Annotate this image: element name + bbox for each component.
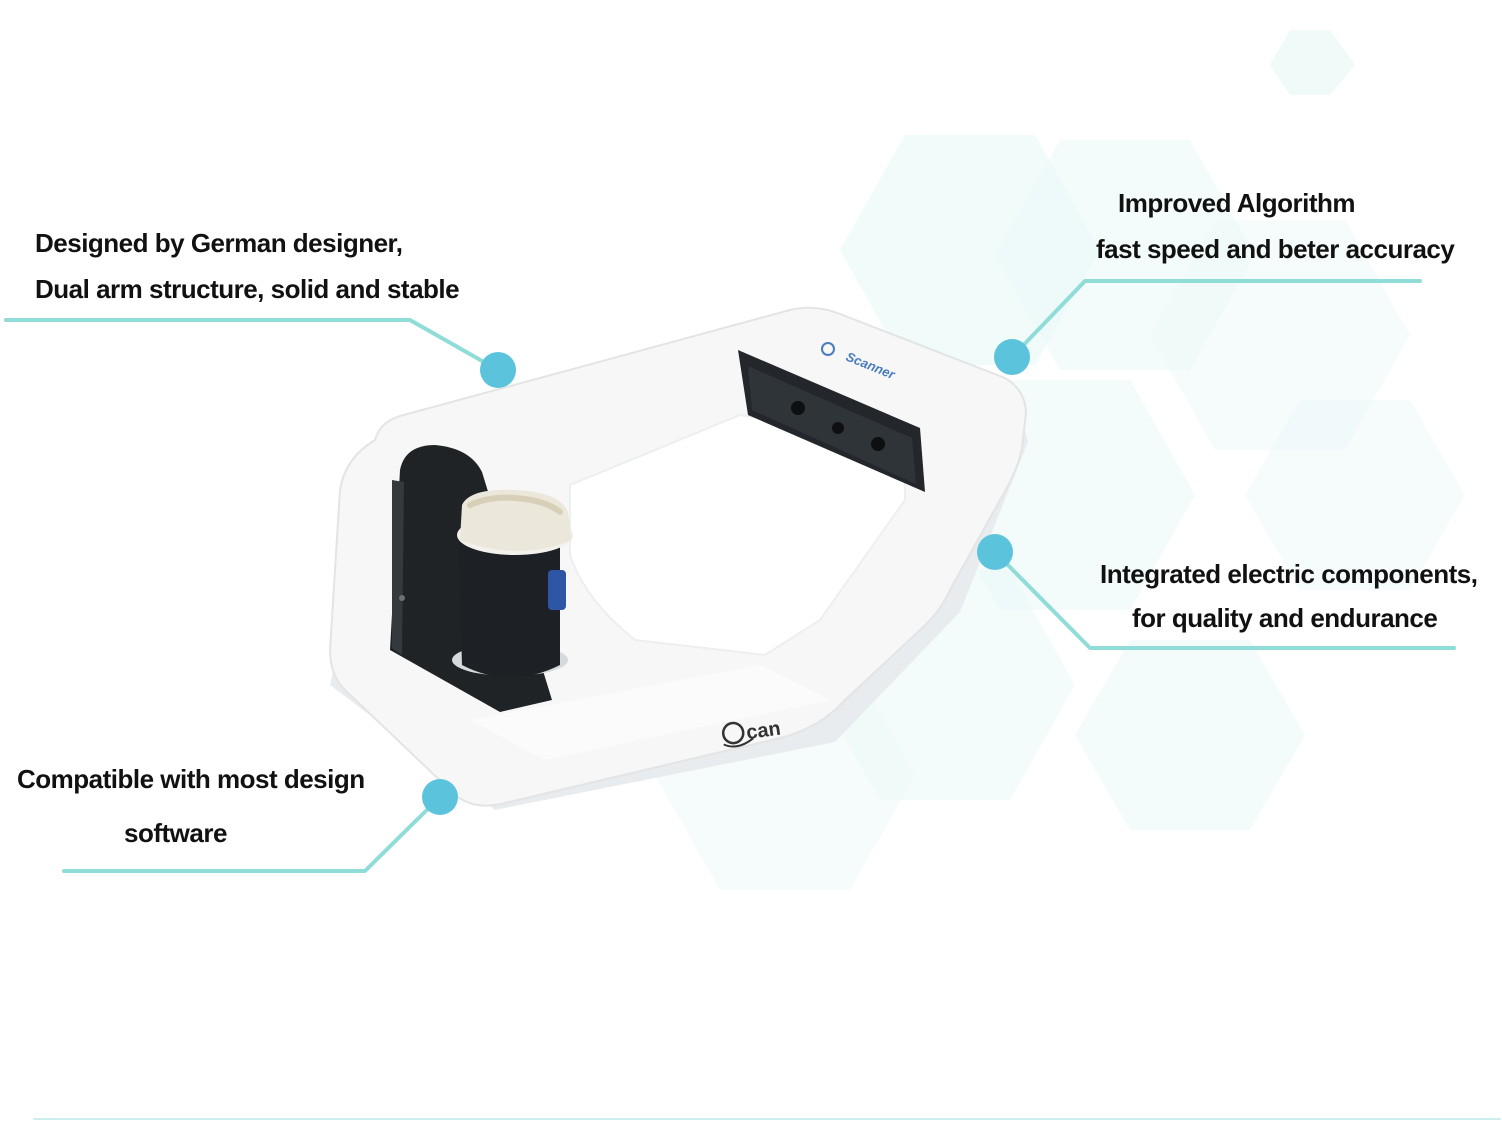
camera-module-face	[748, 366, 916, 484]
logo-swoosh-tail	[723, 737, 754, 748]
leader-line-integrated	[993, 550, 1456, 650]
callout-compatible: Compatible with most design software	[17, 752, 365, 860]
leader-line-design	[4, 318, 500, 372]
callout-dots	[422, 339, 1030, 815]
leader-lines	[4, 279, 1501, 1120]
callout-algorithm-line2: fast speed and beter accuracy	[1096, 234, 1455, 264]
holder-cylinder	[458, 530, 560, 678]
callout-compatible-line2: software	[124, 818, 227, 848]
dental-teeth	[467, 494, 563, 515]
callout-integrated-line1: Integrated electric components,	[1100, 559, 1478, 589]
camera-lens-center	[832, 422, 844, 434]
callout-dot-compatible	[422, 779, 458, 815]
camera-logo-mark	[821, 342, 835, 356]
callout-dot-integrated	[977, 534, 1013, 570]
rotating-arm-edge	[392, 480, 404, 655]
callout-design: Designed by German designer, Dual arm st…	[35, 220, 460, 312]
front-logo-text: can	[745, 718, 782, 745]
scanner-frame-highlight	[470, 665, 830, 760]
callout-dot-design	[480, 352, 516, 388]
callout-integrated-line2: for quality and endurance	[1132, 603, 1438, 633]
leader-line-algorithm	[1010, 279, 1422, 359]
callout-compatible-line1: Compatible with most design	[17, 764, 365, 794]
callout-integrated: Integrated electric components, for qual…	[1100, 552, 1478, 640]
callout-design-line1: Designed by German designer,	[35, 228, 403, 258]
scanner-frame-opening	[569, 413, 906, 657]
holder-blue-band	[548, 570, 566, 610]
arm-pivot	[399, 595, 405, 601]
scanner-device: Scanner can	[328, 306, 1028, 810]
logo-swoosh	[721, 721, 745, 745]
camera-lens-right	[871, 437, 885, 451]
honeycomb-pattern	[655, 30, 1465, 890]
callout-algorithm: Improved Algorithm fast speed and beter …	[1096, 180, 1455, 272]
callout-dot-algorithm	[994, 339, 1030, 375]
callout-design-line2: Dual arm structure, solid and stable	[35, 274, 460, 304]
front-logo: can	[721, 718, 782, 748]
camera-lens-left	[791, 401, 805, 415]
leader-line-compatible	[62, 795, 442, 873]
callout-algorithm-line1: Improved Algorithm	[1118, 188, 1356, 218]
